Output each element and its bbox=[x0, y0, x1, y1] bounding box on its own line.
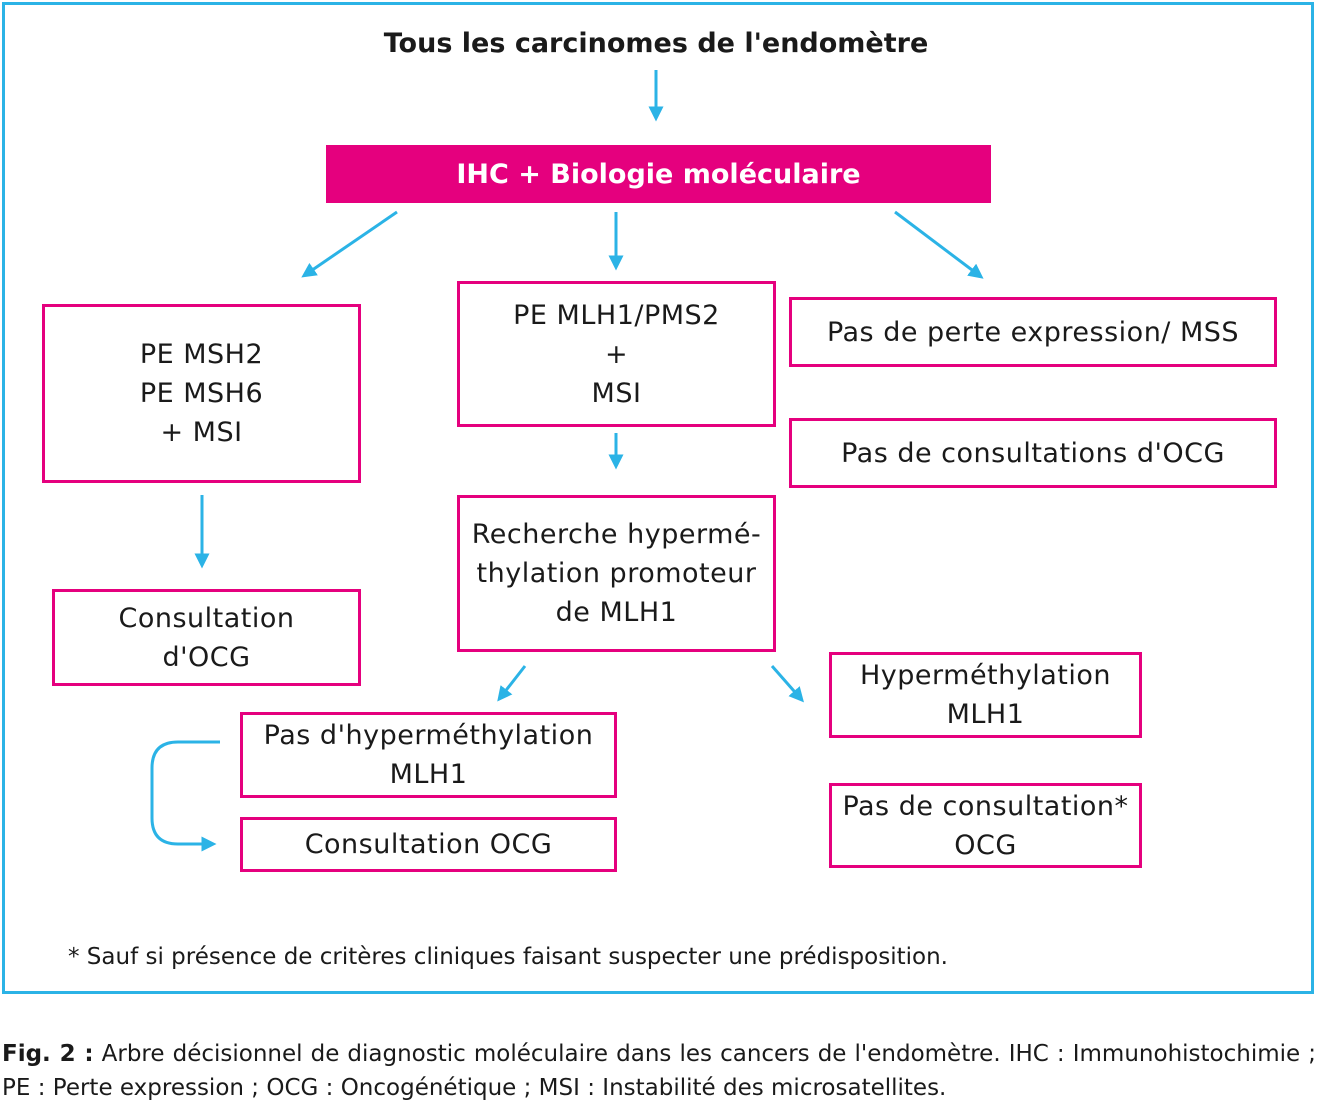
box-line: Recherche hypermé- bbox=[471, 519, 762, 550]
box-line: + MSI bbox=[160, 417, 243, 448]
box-line: Consultation bbox=[118, 602, 295, 634]
box-line: Pas de perte expression/ MSS bbox=[826, 316, 1240, 348]
box-consultation-ocg-bottom: Consultation OCG bbox=[240, 817, 617, 872]
box-line: d'OCG bbox=[162, 641, 251, 673]
box-line: Pas d'hyperméthylation bbox=[263, 720, 594, 751]
diagram-title: Tous les carcinomes de l'endomètre bbox=[383, 28, 929, 59]
caption-text: Arbre décisionnel de diagnostic molécula… bbox=[2, 1041, 1316, 1101]
box-pe-msh: PE MSH2 PE MSH6 + MSI bbox=[42, 304, 361, 483]
diagram-frame bbox=[2, 2, 1314, 994]
box-pe-mlh1-pms2: PE MLH1/PMS2 + MSI bbox=[457, 281, 776, 427]
box-line: de MLH1 bbox=[555, 597, 678, 628]
box-line: OCG bbox=[954, 829, 1017, 861]
box-line: thylation promoteur bbox=[476, 558, 757, 589]
box-consultation-ocg-left: Consultation d'OCG bbox=[52, 589, 361, 686]
box-no-loss-mss: Pas de perte expression/ MSS bbox=[789, 297, 1277, 367]
box-hypermethylation-search: Recherche hypermé- thylation promoteur d… bbox=[457, 495, 776, 652]
box-line: Pas de consultation* bbox=[842, 790, 1129, 822]
box-line: PE MSH2 bbox=[139, 339, 264, 370]
box-hypermethylation: Hyperméthylation MLH1 bbox=[829, 652, 1142, 738]
box-line: PE MSH6 bbox=[139, 378, 264, 409]
box-line: Consultation OCG bbox=[304, 829, 553, 860]
ihc-biology-banner: IHC + Biologie moléculaire bbox=[326, 145, 991, 203]
box-line: MLH1 bbox=[946, 699, 1025, 730]
figure-caption: Fig. 2 : Arbre décisionnel de diagnostic… bbox=[2, 1037, 1316, 1105]
box-line: Hyperméthylation bbox=[859, 660, 1111, 691]
box-line: Pas de consultations d'OCG bbox=[841, 437, 1225, 469]
footnote: * Sauf si présence de critères cliniques… bbox=[68, 944, 948, 970]
box-line: MLH1 bbox=[389, 759, 468, 790]
box-line: PE MLH1/PMS2 bbox=[513, 299, 720, 331]
box-no-consultation-ocg: Pas de consultation* OCG bbox=[829, 783, 1142, 868]
caption-label: Fig. 2 : bbox=[2, 1041, 94, 1067]
box-line: MSI bbox=[591, 377, 642, 409]
box-line: + bbox=[604, 338, 629, 370]
box-no-consultations-ocg: Pas de consultations d'OCG bbox=[789, 418, 1277, 488]
box-no-hypermethylation: Pas d'hyperméthylation MLH1 bbox=[240, 712, 617, 798]
